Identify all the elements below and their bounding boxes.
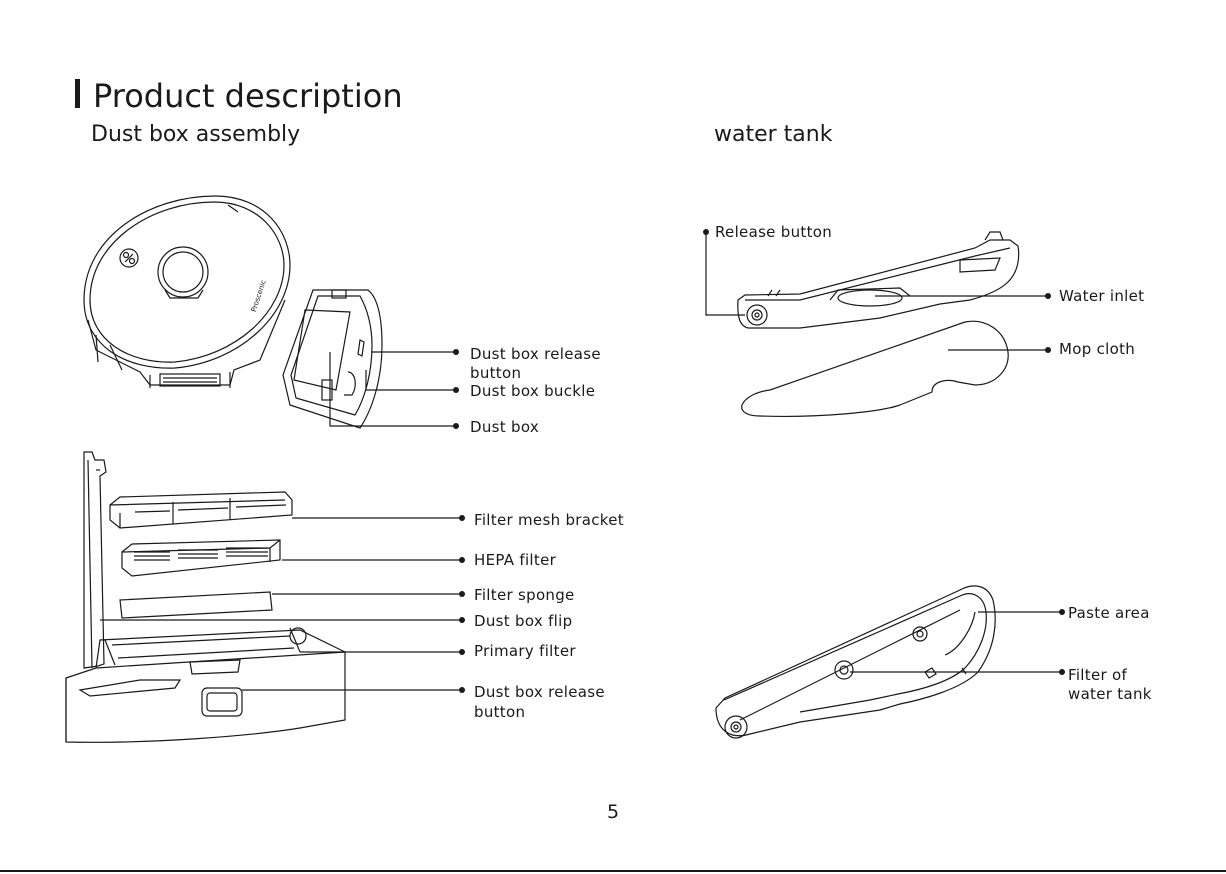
label-filter-of-water-tank-line2: water tank	[1068, 685, 1152, 704]
label-dust-box-release-button-bottom-line2: button	[474, 703, 525, 722]
label-filter-of-water-tank: Filter of	[1068, 666, 1127, 685]
label-water-inlet: Water inlet	[1059, 287, 1144, 306]
robot-brand-logo: Proscenic	[250, 279, 268, 313]
label-paste-area: Paste area	[1068, 604, 1150, 623]
dust-box-exploded-illustration	[66, 452, 345, 742]
label-release-button: Release button	[715, 223, 832, 242]
label-dust-box-release-button-bottom: Dust box release	[474, 683, 605, 702]
leader-lines-top	[330, 352, 456, 426]
label-dust-box-buckle: Dust box buckle	[470, 382, 595, 401]
label-primary-filter: Primary filter	[474, 642, 576, 661]
label-hepa-filter: HEPA filter	[474, 551, 556, 570]
leader-dots-top	[453, 349, 459, 429]
leader-dots-bottom	[459, 515, 465, 693]
label-dust-box: Dust box	[470, 418, 539, 437]
water-tank-illustration	[738, 232, 1019, 328]
leader-lines-water-bottom	[850, 612, 1062, 672]
leader-lines-water-top	[706, 232, 1048, 350]
label-dust-box-flip: Dust box flip	[474, 612, 572, 631]
bottom-rule	[0, 870, 1226, 872]
dust-box-illustration	[283, 290, 382, 428]
label-filter-sponge: Filter sponge	[474, 586, 575, 605]
label-dust-box-release-button: Dust box release	[470, 345, 601, 364]
label-dust-box-release-button-line2: button	[470, 364, 521, 383]
water-tank-underside-illustration	[716, 586, 995, 738]
leader-dots-water-top	[703, 229, 1051, 353]
label-mop-cloth: Mop cloth	[1059, 340, 1135, 359]
mop-cloth-illustration	[742, 321, 1008, 416]
leader-dots-water-bottom	[1059, 609, 1065, 675]
label-filter-mesh-bracket: Filter mesh bracket	[474, 511, 624, 530]
page-number: 5	[598, 800, 628, 824]
